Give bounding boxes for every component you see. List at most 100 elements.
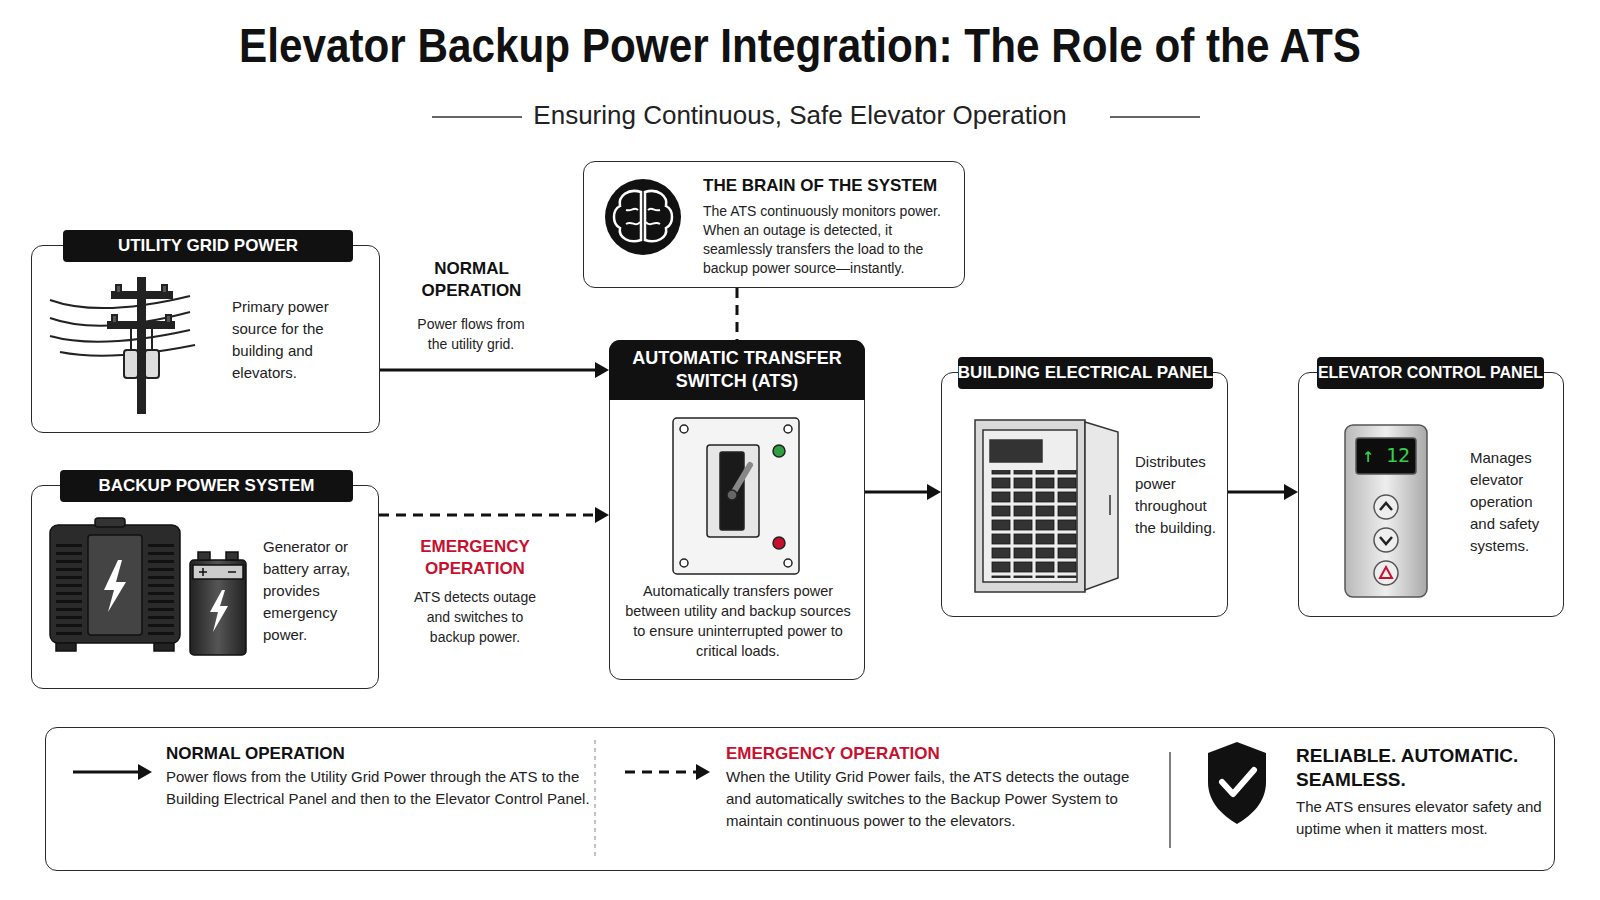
generator (95, 518, 125, 527)
utility-pole (124, 350, 138, 378)
generator (56, 643, 76, 651)
elevator-panel (1380, 567, 1392, 578)
transfer-switch (727, 490, 737, 500)
section-divider (1169, 752, 1171, 848)
shield-icon (1208, 742, 1266, 824)
battery (198, 552, 210, 560)
battery (226, 552, 238, 560)
connector (865, 484, 941, 500)
legend-solid-arrow (138, 764, 152, 780)
floor-display: ↑ 12 (1356, 440, 1416, 470)
electrical-panel (1109, 495, 1111, 515)
node-heading: AUTOMATIC TRANSFER SWITCH (ATS) (609, 340, 865, 400)
connector-line (379, 514, 597, 517)
connector (379, 507, 609, 523)
battery (193, 565, 243, 579)
elevator-panel (1374, 495, 1398, 519)
node-body: Generator or battery array, provides eme… (263, 536, 375, 646)
generator (56, 540, 82, 635)
node-body: Power flows from the Utility Grid Power … (166, 766, 596, 810)
generator (104, 560, 126, 612)
generator (88, 535, 142, 635)
generator (50, 525, 180, 643)
diagram-title: Elevator Backup Power Integration: The R… (96, 18, 1504, 73)
summary-band: NORMAL OPERATIONPower flows from the Uti… (45, 727, 1555, 871)
electrical-panel (990, 440, 1042, 462)
node-heading: BACKUP POWER SYSTEM (60, 470, 353, 502)
subtitle-rule (432, 116, 522, 118)
electrical-panel (990, 470, 1078, 578)
legend-solid-arrow (73, 764, 152, 780)
connector-line (1228, 491, 1286, 494)
brain-icon (645, 191, 672, 241)
flow-note: ATS detects outage and switches to backu… (410, 587, 540, 647)
arrowhead (595, 507, 609, 523)
subtitle-rule (1110, 116, 1200, 118)
utility-pole (50, 330, 190, 342)
source-box: UTILITY GRID POWERPrimary power source f… (31, 245, 380, 433)
node-body: Primary power source for the building an… (232, 296, 372, 384)
node-heading: RELIABLE. AUTOMATIC. SEAMLESS. (1296, 744, 1546, 792)
connector-line (865, 491, 929, 494)
callout-box: THE BRAIN OF THE SYSTEM The ATS continuou… (583, 161, 965, 288)
utility-pole (162, 285, 167, 293)
electrical-panel (975, 420, 1085, 592)
node-heading: THE BRAIN OF THE SYSTEM (703, 176, 958, 196)
node-heading: ELEVATOR CONTROL PANEL (1317, 357, 1544, 389)
connector (1228, 484, 1298, 500)
brain-icon (626, 209, 660, 225)
elevator-panel (1345, 425, 1427, 597)
node-heading: UTILITY GRID POWER (63, 230, 353, 262)
brain-icon (605, 179, 681, 255)
section-divider (595, 740, 1170, 858)
flow-note: Power flows from the utility grid. (411, 314, 531, 354)
elevator-panel (1380, 503, 1392, 510)
brain-icon (605, 179, 681, 255)
panel-box: ELEVATOR CONTROL PANELManages elevator o… (1298, 372, 1564, 617)
elevator-panel (1345, 425, 1427, 597)
connector-line (736, 288, 739, 340)
legend-dashed-arrow (625, 764, 710, 780)
elevator-panel (1380, 537, 1392, 544)
diagram-subtitle: Ensuring Continuous, Safe Elevator Opera… (0, 100, 1600, 131)
panel-box: BUILDING ELECTRICAL PANELDistributes pow… (941, 372, 1228, 617)
utility-pole (50, 278, 195, 413)
node-body: Automatically transfers power between ut… (624, 581, 852, 661)
utility-pole (116, 285, 121, 293)
edge-label: EMERGENCY OPERATION (405, 536, 545, 580)
section-divider (594, 740, 595, 858)
arrowhead (1284, 484, 1298, 500)
transfer-switch (720, 452, 744, 530)
arrowhead (927, 484, 941, 500)
connector (737, 288, 738, 340)
transfer-switch (673, 418, 799, 574)
elevator-panel (1374, 528, 1398, 552)
node-body: The ATS continuously monitors power. Whe… (703, 202, 961, 278)
node-heading: BUILDING ELECTRICAL PANEL (958, 357, 1213, 389)
source-box: BACKUP POWER SYSTEMGenerator or battery … (31, 485, 379, 689)
generator (148, 540, 174, 635)
generator (154, 643, 174, 651)
utility-pole (151, 328, 153, 350)
transfer-switch (784, 425, 792, 433)
utility-pole (166, 315, 171, 323)
node-body: The ATS ensures elevator safety and upti… (1296, 796, 1548, 840)
battery (202, 568, 204, 576)
battery (228, 571, 236, 573)
legend-dashed-arrow (696, 764, 710, 780)
node-heading: EMERGENCY OPERATION (726, 744, 1156, 764)
shield-icon (1208, 742, 1266, 824)
legend-dashed-arrow (625, 771, 698, 774)
node-body: When the Utility Grid Power fails, the A… (726, 766, 1158, 832)
legend-solid-arrow (73, 771, 140, 774)
transfer-switch (784, 559, 792, 567)
node-heading: NORMAL OPERATION (166, 744, 596, 764)
connector (380, 362, 609, 378)
battery (210, 590, 228, 632)
node-body: Manages elevator operation and safety sy… (1470, 447, 1560, 557)
electrical-panel (975, 420, 1118, 592)
elevator-panel (1374, 561, 1398, 585)
battery (190, 560, 246, 655)
utility-pole (145, 350, 159, 378)
utility-pole (112, 315, 117, 323)
